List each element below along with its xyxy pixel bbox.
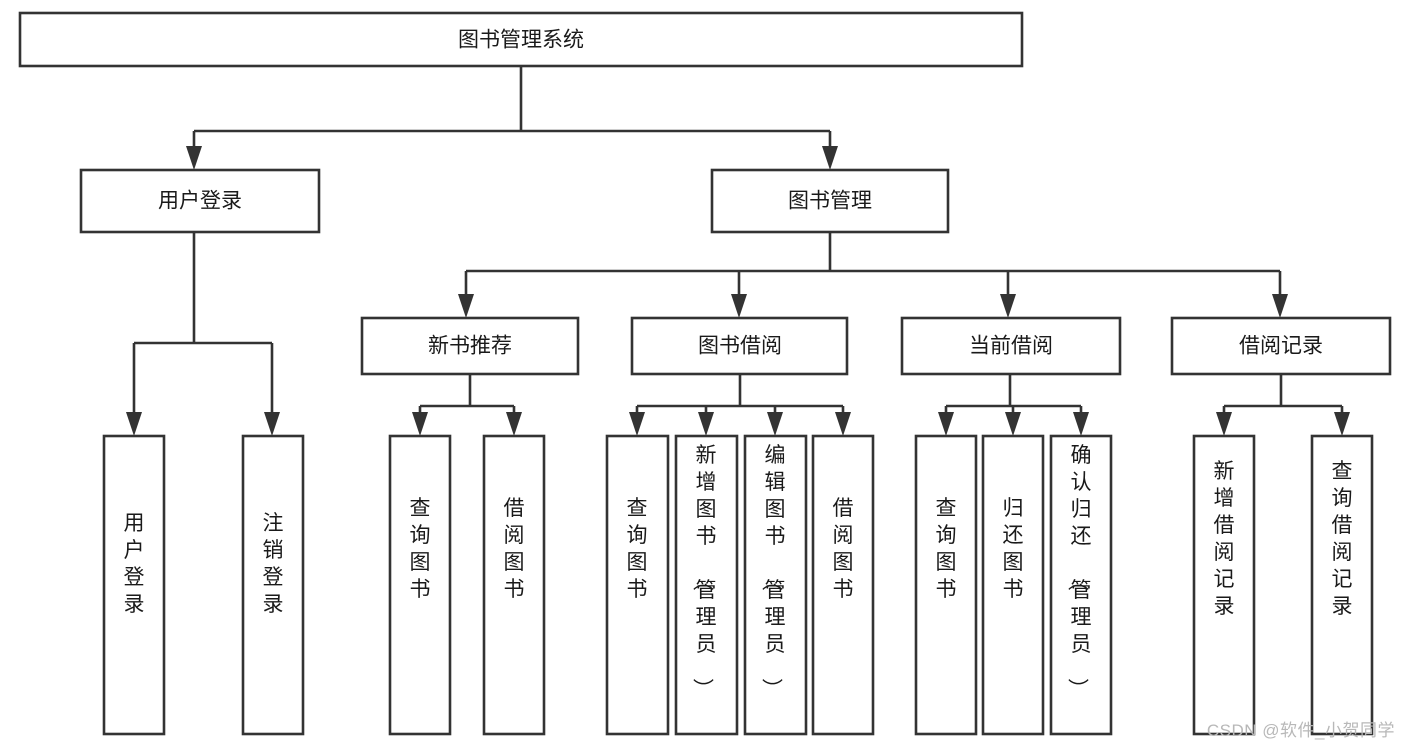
node-leaf-return-book[interactable]: 归还图书 [981,434,1045,736]
node-book-manage[interactable]: 图书管理 [710,168,950,234]
arrow-to-user-login [186,146,202,170]
node-leaf-add-book-admin-label: 新增图书（管理员） [691,444,717,699]
node-current-borrow[interactable]: 当前借阅 [900,316,1122,376]
node-book-borrow-label: 图书借阅 [698,335,782,358]
node-book-manage-box[interactable] [710,168,950,234]
arrow-to-leaf-add-record [1216,412,1232,436]
node-leaf-add-book-admin-box[interactable] [674,434,739,736]
node-leaf-borrow-book-1[interactable]: 借阅图书 [482,434,546,736]
node-leaf-add-record-label: 新增借阅记录 [1214,460,1235,618]
arrow-to-new-book-rec [458,294,474,318]
node-leaf-query-record[interactable]: 查询借阅记录 [1310,434,1374,736]
node-leaf-query-book-3-box[interactable] [914,434,978,736]
arrow-to-leaf-borrow-book-2 [835,412,851,436]
node-leaf-query-record-box[interactable] [1310,434,1374,736]
node-borrow-record[interactable]: 借阅记录 [1170,316,1392,376]
edge-root-to-level2 [192,66,832,152]
node-leaf-borrow-book-2-label: 借阅图书 [833,497,854,601]
edge-userlogin-to-leaves [132,232,274,418]
node-root[interactable]: 图书管理系统 [18,11,1024,68]
node-user-login-label: 用户登录 [158,190,242,213]
node-leaf-borrow-book-2[interactable]: 借阅图书 [811,434,875,736]
arrow-to-leaf-query-book-2 [629,412,645,436]
node-leaf-user-login-box[interactable] [102,434,166,736]
node-new-book-rec-label: 新书推荐 [428,335,512,358]
node-leaf-return-book-box[interactable] [981,434,1045,736]
node-leaf-add-record[interactable]: 新增借阅记录 [1192,434,1256,736]
node-new-book-rec-box[interactable] [360,316,580,376]
arrow-to-leaf-query-record [1334,412,1350,436]
node-root-box[interactable] [18,11,1024,68]
node-book-manage-label: 图书管理 [788,190,872,213]
arrow-to-leaf-add-book-admin [698,412,714,436]
edge-borrowrecord-to-leaves [1222,374,1344,418]
arrow-to-leaf-query-book-1 [412,412,428,436]
node-book-borrow-box[interactable] [630,316,849,376]
edge-bookborrow-to-leaves [635,374,845,418]
node-leaf-confirm-return-admin-label: 确认归还（管理员） [1066,444,1092,699]
node-borrow-record-box[interactable] [1170,316,1392,376]
node-current-borrow-label: 当前借阅 [969,335,1053,358]
node-leaf-add-record-box[interactable] [1192,434,1256,736]
node-leaf-confirm-return-admin[interactable]: 确认归还（管理员） [1049,434,1113,736]
node-leaf-edit-book-admin-label: 编辑图书（管理员） [760,444,786,699]
node-leaf-user-login-label: 用户登录 [124,512,145,616]
arrow-to-book-manage [822,146,838,170]
node-root-label: 图书管理系统 [458,29,584,52]
node-leaf-query-book-2-box[interactable] [605,434,670,736]
node-leaf-borrow-book-1-label: 借阅图书 [504,497,525,601]
csdn-watermark: CSDN @软件_小贺同学 [1206,721,1395,740]
arrow-to-current-borrow [1000,294,1016,318]
node-leaf-edit-book-admin-box[interactable] [743,434,808,736]
node-leaf-logout[interactable]: 注销登录 [241,434,305,736]
arrow-to-leaf-query-book-3 [938,412,954,436]
node-leaf-query-book-2-label: 查询图书 [627,497,648,601]
node-new-book-rec[interactable]: 新书推荐 [360,316,580,376]
node-user-login[interactable]: 用户登录 [79,168,321,234]
arrow-to-leaf-edit-book-admin [767,412,783,436]
arrow-to-leaf-confirm-return-admin [1073,412,1089,436]
edge-currentborrow-to-leaves [944,374,1083,418]
node-leaf-query-record-label: 查询借阅记录 [1332,460,1353,618]
node-current-borrow-box[interactable] [900,316,1122,376]
node-leaf-query-book-1-box[interactable] [388,434,452,736]
node-leaf-logout-box[interactable] [241,434,305,736]
node-leaf-confirm-return-admin-box[interactable] [1049,434,1113,736]
node-leaf-return-book-label: 归还图书 [1003,497,1024,601]
node-book-borrow[interactable]: 图书借阅 [630,316,849,376]
node-user-login-box[interactable] [79,168,321,234]
node-leaf-query-book-1[interactable]: 查询图书 [388,434,452,736]
arrow-to-leaf-user-login [126,412,142,436]
connector-layer [126,66,1350,436]
node-leaf-borrow-book-1-box[interactable] [482,434,546,736]
edge-bookmanage-to-level3 [464,232,1282,298]
node-leaf-logout-label: 注销登录 [263,512,284,616]
node-borrow-record-label: 借阅记录 [1239,335,1323,358]
arrow-to-leaf-logout [264,412,280,436]
node-leaf-user-login[interactable]: 用户登录 [102,434,166,736]
node-leaf-borrow-book-2-box[interactable] [811,434,875,736]
node-leaf-query-book-3-label: 查询图书 [936,497,957,601]
arrow-to-borrow-record [1272,294,1288,318]
node-leaf-query-book-2[interactable]: 查询图书 [605,434,670,736]
arrow-to-leaf-return-book [1005,412,1021,436]
arrow-to-leaf-borrow-book-1 [506,412,522,436]
node-leaf-query-book-1-label: 查询图书 [410,497,431,601]
node-leaf-edit-book-admin[interactable]: 编辑图书（管理员） [743,434,808,736]
edge-newbook-to-leaves [418,374,516,418]
node-leaf-query-book-3[interactable]: 查询图书 [914,434,978,736]
node-leaf-add-book-admin[interactable]: 新增图书（管理员） [674,434,739,736]
arrow-to-book-borrow [731,294,747,318]
